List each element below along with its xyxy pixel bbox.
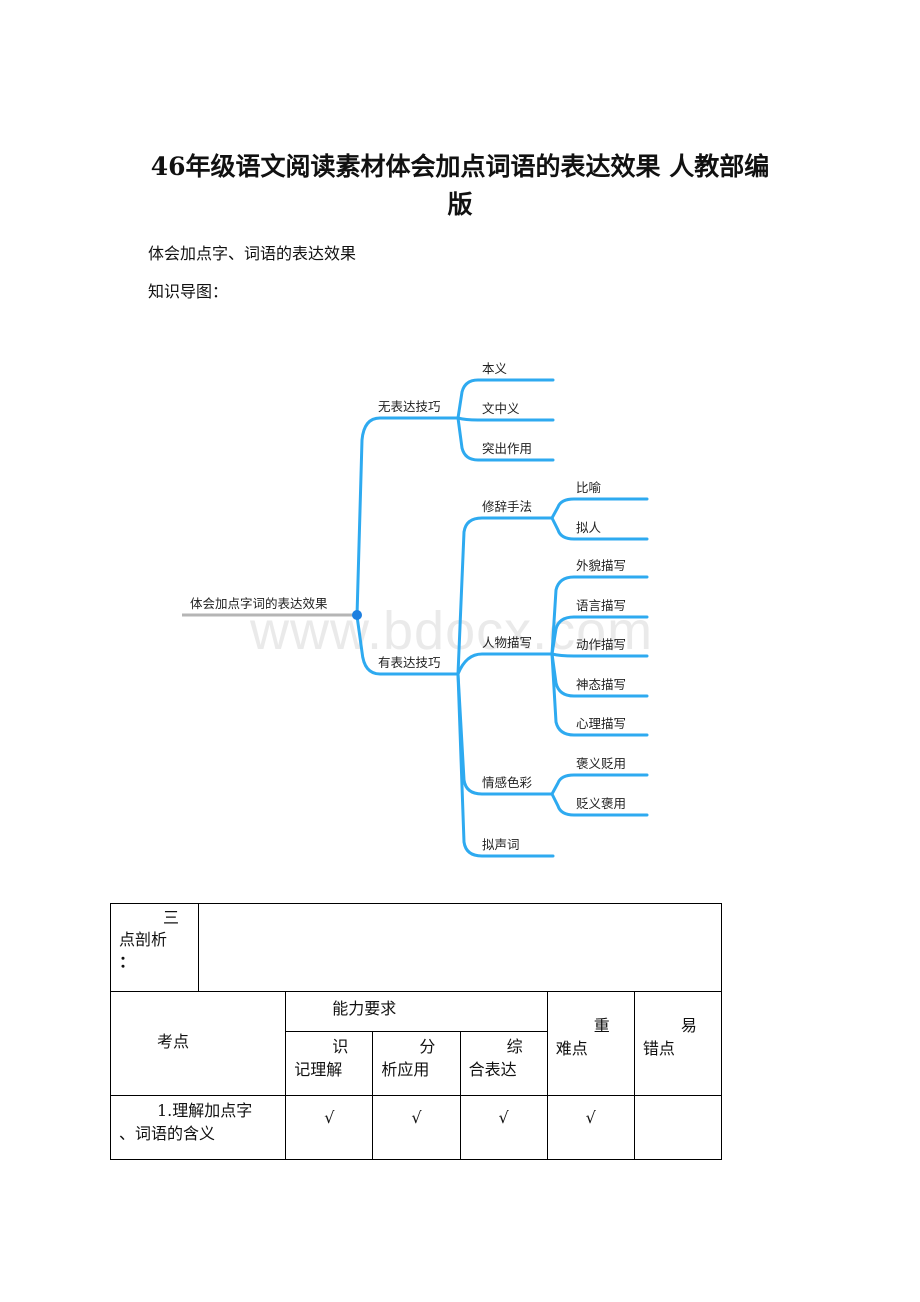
ability-3-l2: 合表达 <box>468 1060 517 1079</box>
branch-line-bianyi <box>550 792 649 817</box>
check-mark: √ <box>585 1108 596 1127</box>
topic-cell: 1.理解加点字 、词语的含义 <box>109 1095 287 1160</box>
analysis-header-cell: 三 点剖析 ： <box>110 903 199 992</box>
header-char-1: 三 <box>163 908 180 927</box>
branch-line-renwu <box>456 652 554 676</box>
branch-line-yuyan <box>550 615 649 656</box>
node-bianyi: 贬义褒用 <box>576 796 626 811</box>
node-waimao: 外貌描写 <box>576 558 626 573</box>
branch-line-xiuci <box>456 516 554 676</box>
node-nisheng: 拟声词 <box>482 837 520 852</box>
document-title: 46年级语文阅读素材体会加点词语的表达效果 人教部编 版 <box>100 148 820 224</box>
node-tuchu: 突出作用 <box>482 441 532 456</box>
ability-col-2: 分 析应用 <box>372 1031 461 1096</box>
topic-l2: 、词语的含义 <box>119 1124 216 1143</box>
check-mark <box>635 1096 721 1108</box>
branch-line-waimao <box>550 575 649 656</box>
kaodian-header: 考点 <box>109 991 287 1096</box>
branch-line-xinli <box>550 652 649 737</box>
branch-line-dongzuo <box>550 652 649 658</box>
branch-line-tuchu <box>456 416 555 462</box>
node-shentai: 神态描写 <box>576 677 626 692</box>
branch-trunk-down <box>355 614 460 676</box>
check-cell <box>633 1095 723 1160</box>
ability-col-1: 识 记理解 <box>285 1031 374 1096</box>
branch-line-qinggan <box>456 672 554 796</box>
analysis-header-table: 三 点剖析 ： <box>110 903 722 992</box>
node-qinggan: 情感色彩 <box>482 775 533 790</box>
ability-header: 能力要求 <box>285 991 548 1032</box>
node-youbiaoda: 有表达技巧 <box>378 655 441 670</box>
header-char-2: 点剖析 <box>119 930 168 949</box>
ability-col-3: 综 合表达 <box>459 1031 548 1096</box>
ability-2-l2: 析应用 <box>381 1060 430 1079</box>
branch-line-niren <box>550 516 649 541</box>
root-node-dot <box>352 610 362 620</box>
check-mark: √ <box>411 1108 422 1127</box>
title-line-1: 46年级语文阅读素材体会加点词语的表达效果 人教部编 <box>150 152 770 181</box>
ability-label: 能力要求 <box>332 999 397 1018</box>
check-mark: √ <box>498 1108 509 1127</box>
node-xinli: 心理描写 <box>576 716 626 731</box>
node-renwu: 人物描写 <box>482 635 532 650</box>
check-cell: √ <box>546 1095 635 1160</box>
check-mark: √ <box>324 1108 335 1127</box>
node-niren: 拟人 <box>576 520 602 535</box>
yicuo-header: 易 错点 <box>633 991 723 1096</box>
branch-line-wenzhongyi <box>456 416 555 422</box>
topic-l1: 1.理解加点字 <box>157 1101 253 1120</box>
analysis-header-empty <box>198 903 722 992</box>
map-label: 知识导图： <box>148 282 229 301</box>
node-baoyi: 褒义贬用 <box>576 756 626 771</box>
node-benyi: 本义 <box>482 361 508 376</box>
root-label: 体会加点字词的表达效果 <box>190 596 328 611</box>
yicuo-l1: 易 <box>680 1016 697 1035</box>
zhongnan-l1: 重 <box>593 1016 610 1035</box>
node-yuyan: 语言描写 <box>576 598 626 613</box>
node-dongzuo: 动作描写 <box>576 637 626 652</box>
ability-1-l1: 识 <box>332 1037 349 1056</box>
title-line-2: 版 <box>447 190 473 219</box>
ability-1-l2: 记理解 <box>294 1060 343 1079</box>
zhongnan-l2: 难点 <box>555 1039 588 1058</box>
ability-3-l1: 综 <box>506 1037 523 1056</box>
table-row: 1.理解加点字 、词语的含义 √ √ √ √ <box>109 1095 723 1160</box>
watermark: www.bdocx.com <box>250 601 654 661</box>
branch-line-nisheng <box>456 672 555 858</box>
branch-line-shentai <box>550 652 649 698</box>
branch-trunk-up <box>355 416 460 618</box>
branch-line-benyi <box>456 378 555 420</box>
subtitle: 体会加点字、词语的表达效果 <box>148 244 357 263</box>
yicuo-l2: 错点 <box>642 1039 675 1058</box>
mind-map-lines <box>355 378 649 858</box>
branch-line-biyu <box>550 497 649 520</box>
check-cell: √ <box>285 1095 374 1160</box>
kaodian-table: 考点 能力要求 重 难点 易 错点 识 记理解 分 <box>109 991 723 1160</box>
branch-line-baoyi <box>550 773 649 796</box>
ability-2-l1: 分 <box>419 1037 436 1056</box>
check-cell: √ <box>459 1095 548 1160</box>
node-xiuci: 修辞手法 <box>482 499 532 514</box>
node-wenzhongyi: 文中义 <box>482 401 520 416</box>
header-char-3: ： <box>119 952 136 971</box>
kaodian-label: 考点 <box>157 1031 190 1051</box>
node-biyu: 比喻 <box>576 480 602 495</box>
node-wubiaoda: 无表达技巧 <box>378 399 441 414</box>
zhongnan-header: 重 难点 <box>546 991 635 1096</box>
check-cell: √ <box>372 1095 461 1160</box>
